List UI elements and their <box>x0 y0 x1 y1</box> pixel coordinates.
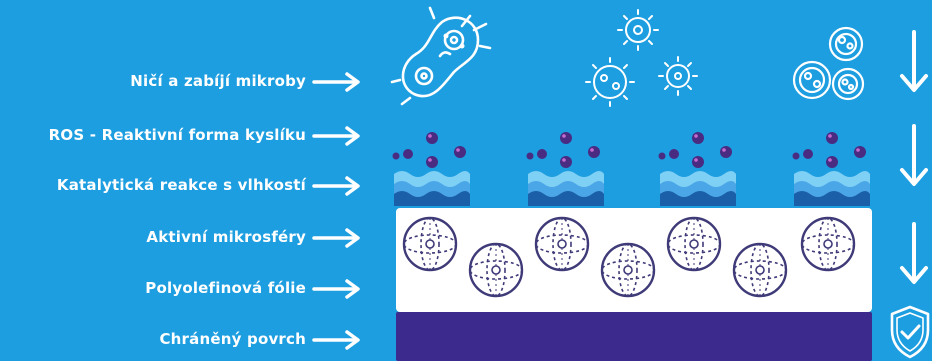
microsphere-icon <box>800 216 856 272</box>
label-ros: ROS - Reaktivní forma kyslíku <box>48 126 306 144</box>
microsphere-icon <box>600 242 656 298</box>
arrow-right-icon <box>312 279 360 299</box>
arrow-right-icon <box>312 330 360 350</box>
label-polyolefin-film: Polyolefinová fólie <box>145 279 306 297</box>
ros-water-group <box>658 132 736 206</box>
microsphere-icon <box>468 242 524 298</box>
protected-surface-layer <box>396 312 872 361</box>
ros-water-group <box>392 132 470 206</box>
arrow-down-icon <box>900 222 928 284</box>
microsphere-icon <box>732 242 788 298</box>
shield-check-icon <box>890 305 930 359</box>
microsphere-icon <box>402 216 458 272</box>
bacterium-icon <box>390 6 492 106</box>
microsphere-icon <box>666 216 722 272</box>
arrow-right-icon <box>312 176 360 196</box>
ros-water-group <box>792 132 870 206</box>
arrow-right-icon <box>312 228 360 248</box>
arrow-right-icon <box>312 72 360 92</box>
microspheres-group <box>402 216 856 298</box>
arrow-right-icon <box>312 126 360 146</box>
arrow-down-icon <box>900 124 928 186</box>
cell-cluster-icon <box>792 26 865 101</box>
label-catalytic-reaction: Katalytická reakce s vlhkostí <box>56 176 306 194</box>
label-protected-surface: Chráněný povrch <box>159 330 306 348</box>
ros-water-group <box>526 132 604 206</box>
arrow-down-icon <box>900 30 928 92</box>
microsphere-icon <box>534 216 590 272</box>
label-kills-microbes: Ničí a zabíjí mikroby <box>130 72 306 90</box>
virus-icon <box>585 9 698 107</box>
label-active-microspheres: Aktivní mikrosféry <box>146 228 306 246</box>
